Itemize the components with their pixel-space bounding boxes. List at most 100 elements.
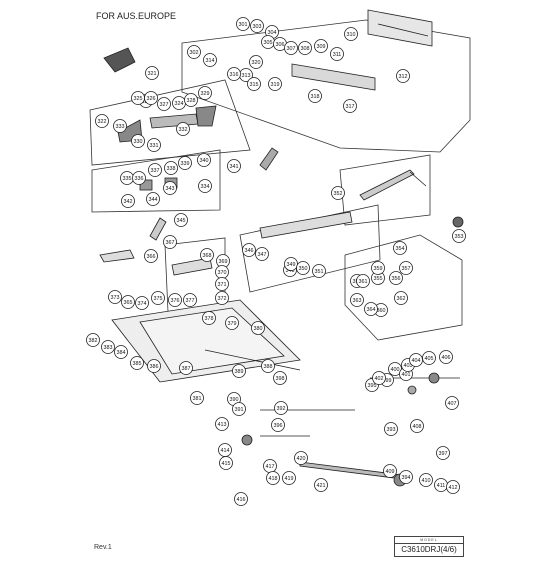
callout-number: 322 <box>98 119 107 125</box>
callout-305: 305 <box>261 35 275 49</box>
callout-circle <box>163 181 177 195</box>
callout-circle <box>389 271 403 285</box>
callout-number: 330 <box>134 139 143 145</box>
callout-number: 353 <box>455 234 464 240</box>
callout-number: 338 <box>167 166 176 172</box>
callout-314: 314 <box>203 53 217 67</box>
callout-328: 328 <box>184 93 198 107</box>
callout-circle <box>236 17 250 31</box>
callout-number: 336 <box>135 176 144 182</box>
callout-number: 392 <box>277 406 286 412</box>
callout-number: 339 <box>181 161 190 167</box>
callout-364: 364 <box>364 302 378 316</box>
callout-number: 374 <box>138 301 147 307</box>
callout-circle <box>247 77 261 91</box>
callout-circle <box>163 235 177 249</box>
callout-circle <box>399 261 413 275</box>
region-note: FOR AUS.EUROPE <box>96 11 177 21</box>
callout-circle <box>314 478 328 492</box>
callout-370: 370 <box>215 265 229 279</box>
callout-number: 331 <box>150 143 159 149</box>
callout-number: 419 <box>285 476 294 482</box>
callout-number: 408 <box>413 424 422 430</box>
callout-number: 346 <box>245 248 254 254</box>
end-cap-rail <box>367 9 433 47</box>
callout-414: 414 <box>218 443 232 457</box>
callout-number: 352 <box>334 191 343 197</box>
callout-number: 388 <box>264 364 273 370</box>
callout-350: 350 <box>296 261 310 275</box>
callout-406: 406 <box>439 350 453 364</box>
rod-frame <box>359 169 415 201</box>
callout-396: 396 <box>271 418 285 432</box>
callout-number: 385 <box>133 361 142 367</box>
callout-number: 334 <box>201 184 210 190</box>
callout-circle <box>184 93 198 107</box>
callout-circle <box>249 55 263 69</box>
callout-number: 377 <box>186 298 195 304</box>
callout-number: 364 <box>367 307 376 313</box>
callout-circle <box>225 316 239 330</box>
callout-circle <box>176 122 190 136</box>
callout-352: 352 <box>331 186 345 200</box>
callout-circle <box>144 91 158 105</box>
callout-circle <box>131 134 145 148</box>
callout-number: 375 <box>154 296 163 302</box>
callout-number: 351 <box>315 269 324 275</box>
callout-circle <box>439 350 453 364</box>
callout-number: 421 <box>317 483 326 489</box>
callout-number: 394 <box>402 475 411 481</box>
callout-408: 408 <box>410 419 424 433</box>
callout-311: 311 <box>330 47 344 61</box>
callout-number: 312 <box>399 74 408 80</box>
callout-335: 335 <box>120 171 134 185</box>
callout-421: 421 <box>314 478 328 492</box>
callout-circle <box>282 471 296 485</box>
callout-circle <box>187 45 201 59</box>
table-inner <box>139 307 285 375</box>
callout-circle <box>298 41 312 55</box>
callout-circle <box>422 351 436 365</box>
callout-circle <box>215 417 229 431</box>
callout-circle <box>198 179 212 193</box>
callout-number: 380 <box>254 326 263 332</box>
callout-393: 393 <box>384 422 398 436</box>
outline-lock-handle-group <box>89 79 251 166</box>
callout-number: 316 <box>230 72 239 78</box>
callout-number: 400 <box>391 367 400 373</box>
callout-number: 395 <box>368 383 377 389</box>
callout-303: 303 <box>250 19 264 33</box>
callout-368: 368 <box>200 248 214 262</box>
callout-number: 315 <box>250 82 259 88</box>
callout-number: 393 <box>387 427 396 433</box>
callout-366: 366 <box>144 249 158 263</box>
callout-number: 403 <box>404 363 413 369</box>
callout-circle <box>364 302 378 316</box>
callout-number: 365 <box>124 300 133 306</box>
callout-number: 420 <box>297 456 306 462</box>
callout-circle <box>343 99 357 113</box>
callout-373: 373 <box>108 290 122 304</box>
callout-circle <box>446 480 460 494</box>
callout-circle <box>178 156 192 170</box>
callout-circle <box>251 321 265 335</box>
callout-number: 413 <box>218 422 227 428</box>
callout-circle <box>331 186 345 200</box>
callout-377: 377 <box>183 293 197 307</box>
revision-label: Rev.1 <box>94 544 112 551</box>
callout-356: 356 <box>389 271 403 285</box>
callout-398: 398 <box>273 371 287 385</box>
callout-347: 347 <box>255 247 269 261</box>
callout-361: 361 <box>356 274 370 288</box>
grip-bar-left <box>99 249 135 263</box>
callout-318: 318 <box>308 89 322 103</box>
callout-363: 363 <box>350 293 364 307</box>
callout-397: 397 <box>436 446 450 460</box>
callout-circle <box>168 293 182 307</box>
callout-322: 322 <box>95 114 109 128</box>
callout-412: 412 <box>446 480 460 494</box>
callout-circle <box>157 97 171 111</box>
callout-325: 325 <box>131 91 145 105</box>
callout-number: 366 <box>147 254 156 260</box>
